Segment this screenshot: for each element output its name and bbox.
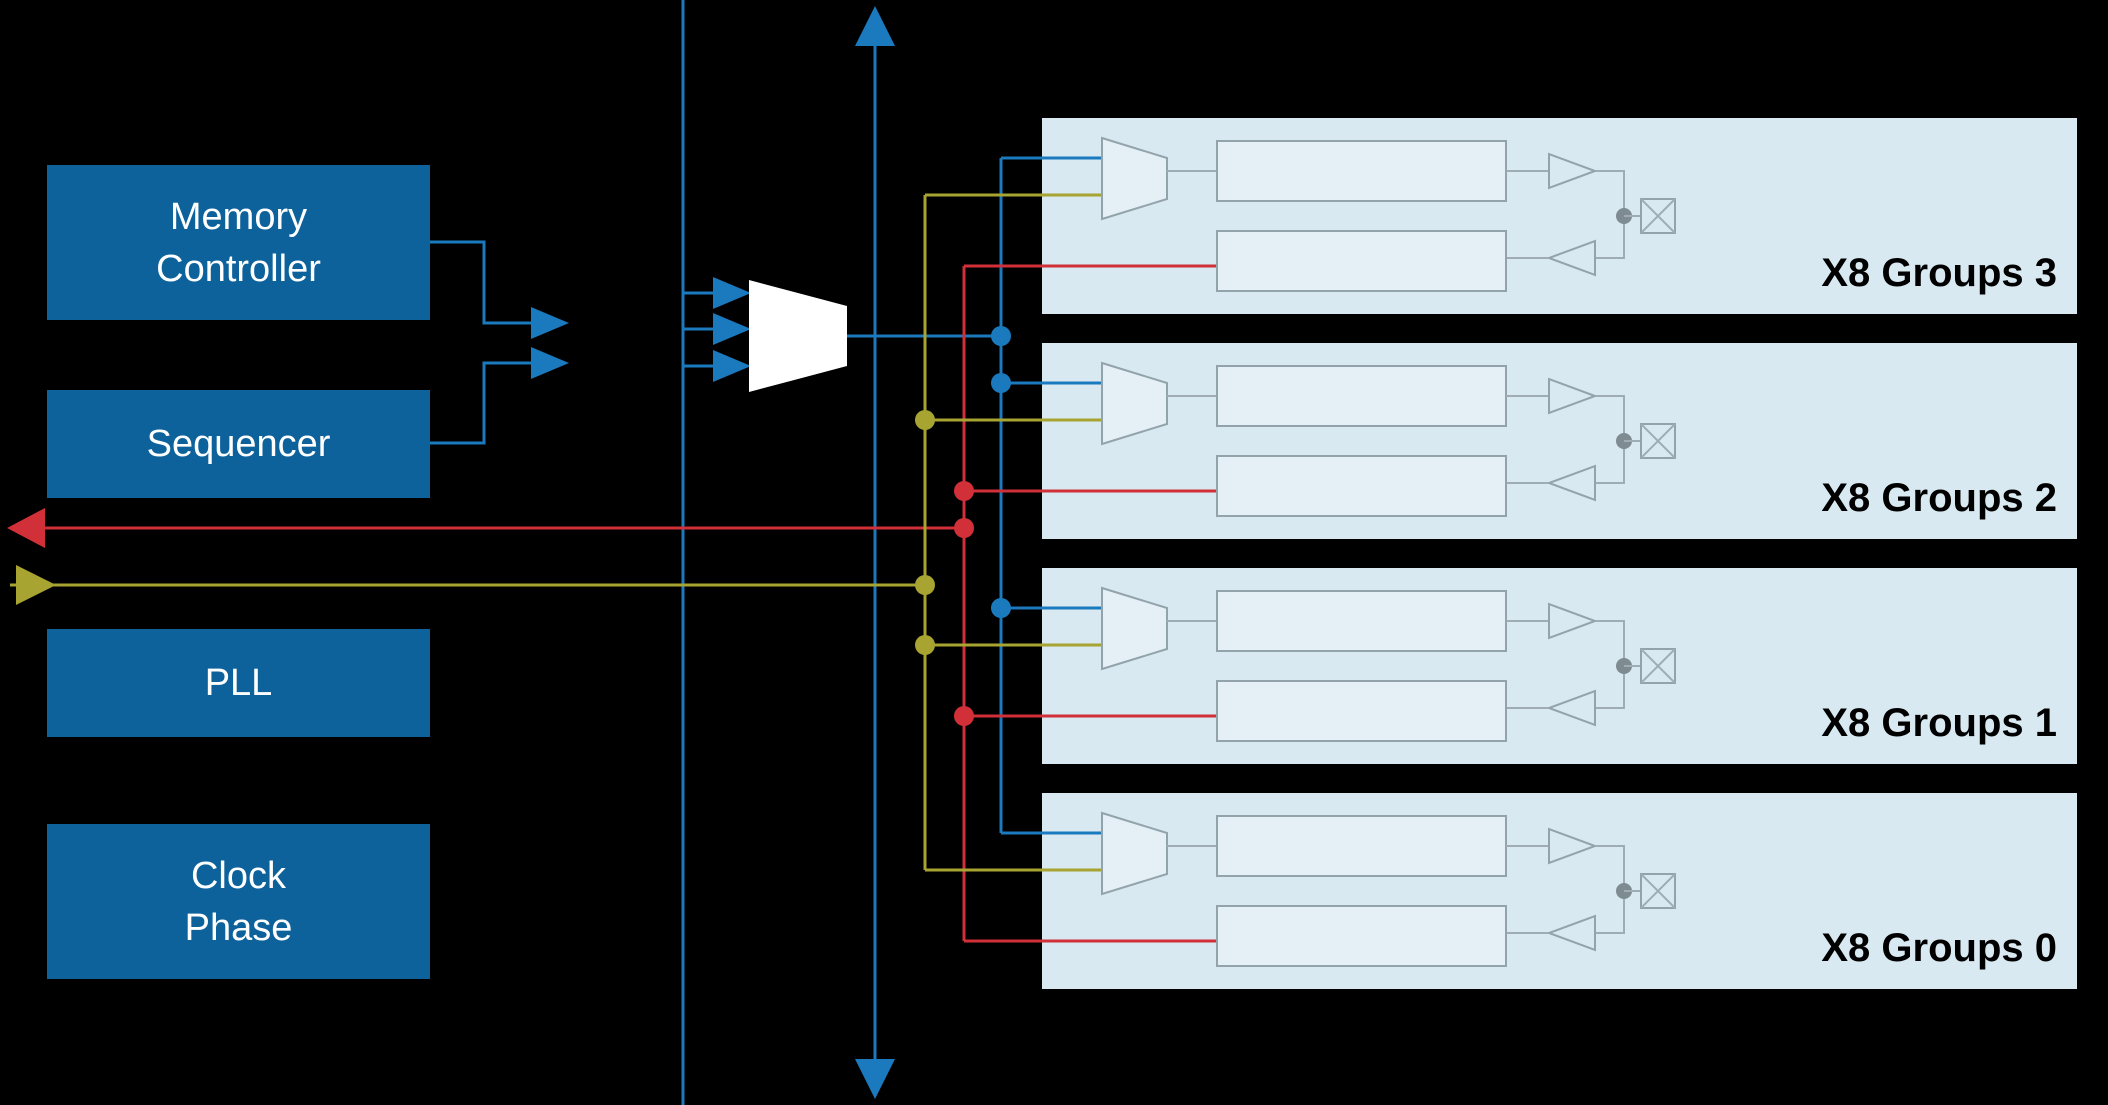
clock-phase-label: Clock Phase <box>184 854 293 949</box>
x8-group-3-internals <box>1101 136 1676 292</box>
memory-controller-label: Memory Controller <box>156 195 321 290</box>
group-label-2: X8 Groups 2 <box>1821 476 2057 520</box>
input-receiver-triangle <box>1546 239 1596 277</box>
memory-controller-arrow-icon <box>531 307 569 339</box>
red-arrow-left-icon <box>7 508 45 548</box>
fifo-rect-write <box>1216 815 1507 877</box>
fifo-rect-read <box>1216 455 1507 517</box>
x8-group-2-internals <box>1101 361 1676 517</box>
x8-group-1-internals <box>1101 586 1676 742</box>
group-mux-trapezoid <box>1101 811 1168 896</box>
output-buffer-triangle <box>1548 602 1598 640</box>
mux-input-arrow-2-icon <box>713 313 751 345</box>
pll-block: PLL <box>47 629 430 737</box>
x8-group-0-panel <box>1042 793 2077 989</box>
olive-arrow-right-icon <box>16 565 56 605</box>
mux-input-arrow-1-icon <box>713 277 751 309</box>
fifo-rect-read <box>1216 230 1507 292</box>
olive-junction-dot <box>915 410 935 430</box>
group-mux-trapezoid <box>1101 586 1168 671</box>
bus-arrow-up-icon <box>855 6 895 46</box>
sequencer-label: Sequencer <box>146 423 331 465</box>
fifo-rect-write <box>1216 365 1507 427</box>
red-junction-dot <box>954 481 974 501</box>
sequencer-block: Sequencer <box>47 390 430 498</box>
fifo-rect-read <box>1216 905 1507 967</box>
io-pad-cross-icon <box>1640 423 1676 459</box>
pll-label: PLL <box>204 662 273 704</box>
output-buffer-triangle <box>1548 152 1598 190</box>
fifo-rect-read <box>1216 680 1507 742</box>
io-pad-cross-icon <box>1640 198 1676 234</box>
bus-arrow-down-icon <box>855 1059 895 1099</box>
mux-trapezoid <box>749 280 847 392</box>
input-receiver-triangle <box>1546 464 1596 502</box>
input-receiver-triangle <box>1546 689 1596 727</box>
fifo-rect-write <box>1216 140 1507 202</box>
output-buffer-triangle <box>1548 827 1598 865</box>
mux-input-arrow-3-icon <box>713 350 751 382</box>
fifo-rect-write <box>1216 590 1507 652</box>
io-pad-cross-icon <box>1640 648 1676 684</box>
blue-junction-dot <box>991 598 1011 618</box>
olive-junction-dot <box>915 635 935 655</box>
group-label-1: X8 Groups 1 <box>1821 701 2057 745</box>
red-junction-dot <box>954 518 974 538</box>
red-junction-dot <box>954 706 974 726</box>
x8-group-3-panel <box>1042 118 2077 314</box>
group-label-0: X8 Groups 0 <box>1821 926 2057 970</box>
x8-group-2-panel <box>1042 343 2077 539</box>
output-buffer-triangle <box>1548 377 1598 415</box>
group-mux-trapezoid <box>1101 136 1168 221</box>
x8-group-0-internals <box>1101 811 1676 967</box>
group-label-3: X8 Groups 3 <box>1821 251 2057 295</box>
olive-junction-dot <box>915 575 935 595</box>
x8-group-1-panel <box>1042 568 2077 764</box>
io-pad-cross-icon <box>1640 873 1676 909</box>
clock-phase-block: Clock Phase <box>47 824 430 979</box>
blue-junction-dot <box>991 373 1011 393</box>
memory-controller-connector <box>430 240 531 325</box>
memory-controller-block: Memory Controller <box>47 165 430 320</box>
blue-junction-dot <box>991 326 1011 346</box>
group-mux-trapezoid <box>1101 361 1168 446</box>
sequencer-connector <box>430 361 531 445</box>
sequencer-arrow-icon <box>531 347 569 379</box>
input-receiver-triangle <box>1546 914 1596 952</box>
